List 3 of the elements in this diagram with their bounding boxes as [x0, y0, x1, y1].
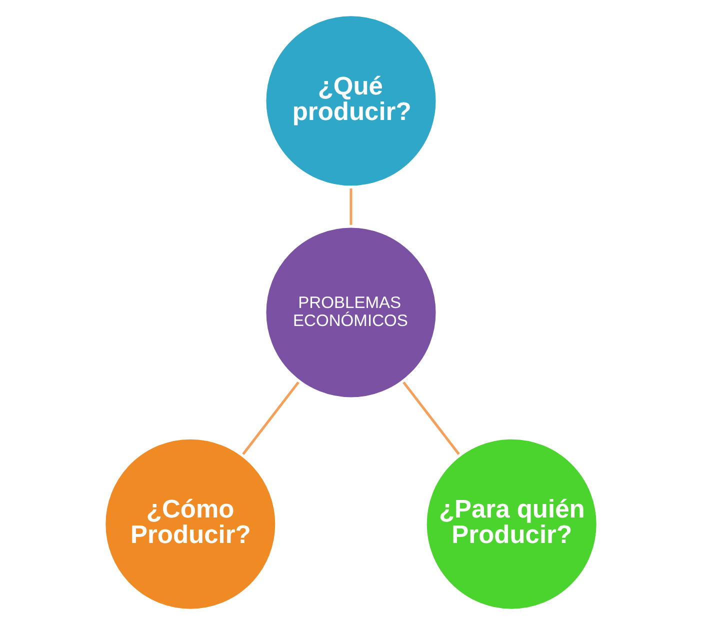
connector [402, 381, 460, 455]
connector [242, 381, 300, 455]
connector [350, 188, 352, 225]
